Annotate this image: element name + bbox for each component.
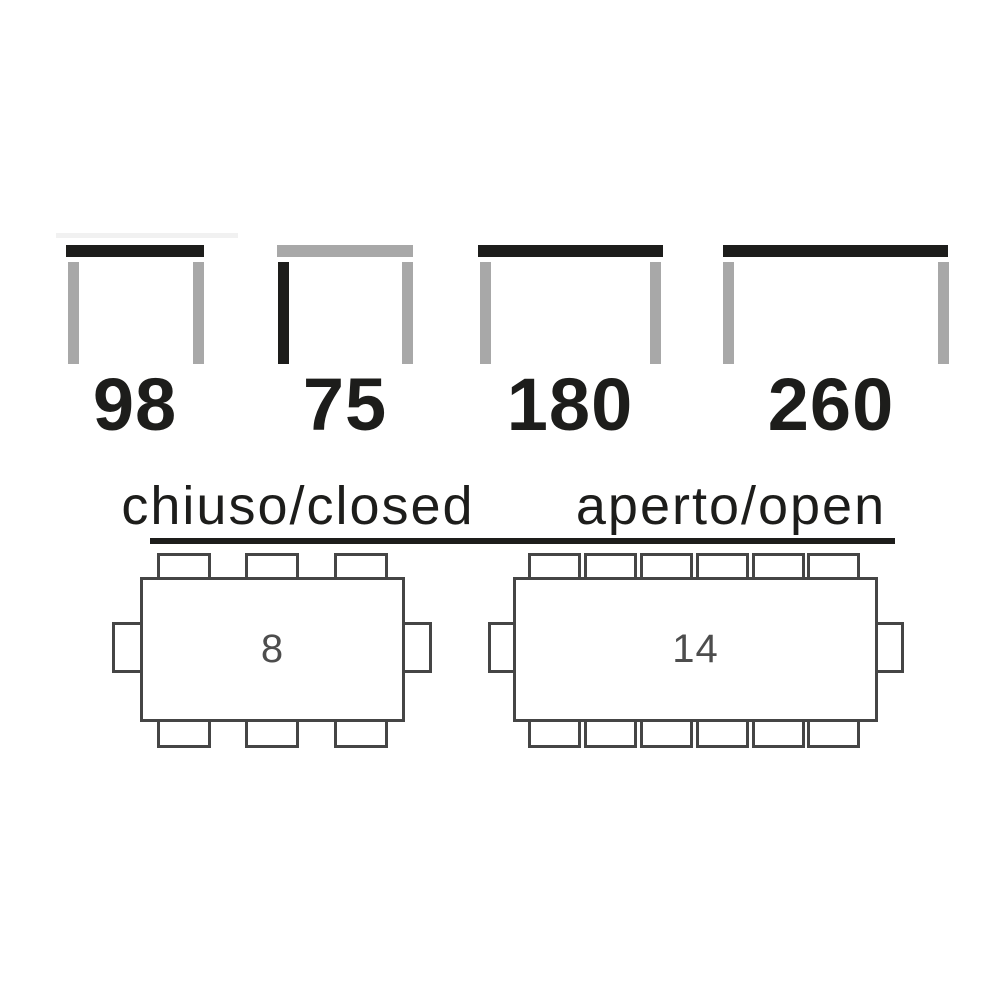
tabletop-bar-highlighted [478,245,663,257]
table-leg-left [723,262,734,364]
dimension-value: 98 [92,363,178,446]
tabletop-bar-highlighted [723,245,948,257]
closed-tabletop: 8 [140,577,405,722]
table-leg-right [650,262,661,364]
chair [334,718,388,748]
closed-seat-count: 8 [260,627,285,671]
table-leg-right [938,262,949,364]
dimension-value: 75 [302,363,388,446]
open-tabletop: 14 [513,577,878,722]
open-seat-count: 14 [672,627,719,671]
chair [112,622,143,673]
tabletop-bar-highlighted [66,245,204,257]
dimension-value: 260 [767,363,895,446]
chair [807,718,860,748]
chair [875,622,904,673]
table-leg-right [193,262,204,364]
chair [752,718,805,748]
chair [696,718,749,748]
table-leg-right [402,262,413,364]
table-leg-left-highlighted [278,262,289,364]
chair [640,718,693,748]
chair [584,718,637,748]
tabletop-bar [277,245,413,257]
chair [157,718,211,748]
open-section-label: aperto/open [575,476,887,536]
table-leg-left [480,262,491,364]
table-leg-left [68,262,79,364]
closed-section-label: chiuso/closed [121,476,475,536]
tabletop-ghost-bar [56,233,238,238]
section-divider-line [150,538,895,544]
dimension-value: 180 [506,363,634,446]
chair [402,622,432,673]
chair [245,718,299,748]
chair [528,718,581,748]
